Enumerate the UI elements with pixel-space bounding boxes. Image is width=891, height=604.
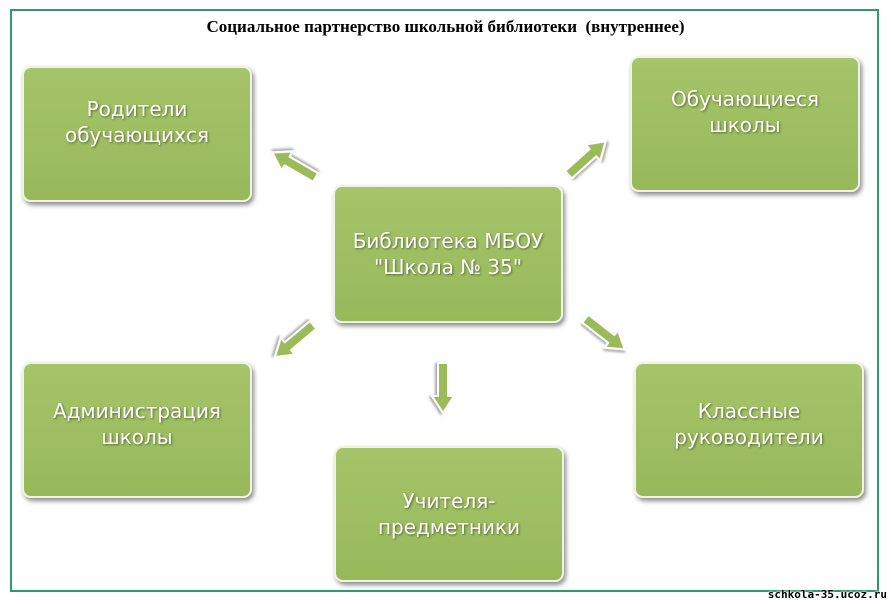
- node-library-line1: Библиотека МБОУ: [352, 229, 544, 253]
- arrow-to-admin: [273, 320, 318, 359]
- node-teachers: Учителя- предметники: [334, 446, 564, 582]
- site-watermark: schkola-35.ucoz.ru: [767, 588, 887, 601]
- node-students-line1: Обучающиеся: [671, 87, 819, 111]
- arrow-to-classroom: [581, 313, 626, 351]
- node-library-line2: "Школа № 35": [373, 255, 523, 279]
- node-classroom-line1: Классные: [697, 399, 801, 423]
- node-teachers-line2: предметники: [377, 515, 521, 539]
- arrow-to-teachers: [431, 362, 455, 414]
- node-classroom-teachers: Классные руководители: [634, 362, 864, 498]
- node-admin: Администрация школы: [22, 362, 252, 498]
- node-admin-line1: Администрация: [53, 399, 221, 423]
- node-parents-line1: Родители: [86, 97, 188, 121]
- diagram-title: Социальное партнерство школьной библиоте…: [206, 17, 685, 36]
- node-teachers-line1: Учителя-: [402, 489, 496, 513]
- node-library-center: Библиотека МБОУ "Школа № 35": [333, 185, 563, 323]
- arrow-to-parents: [271, 150, 320, 183]
- node-parents-line2: обучающихся: [64, 123, 209, 147]
- node-students: Обучающиеся школы: [630, 56, 860, 192]
- node-classroom-line2: руководители: [674, 425, 824, 449]
- node-admin-line2: школы: [101, 425, 173, 449]
- node-parents: Родители обучающихся: [22, 66, 252, 202]
- arrow-to-students: [564, 140, 607, 180]
- node-students-line2: школы: [709, 113, 781, 137]
